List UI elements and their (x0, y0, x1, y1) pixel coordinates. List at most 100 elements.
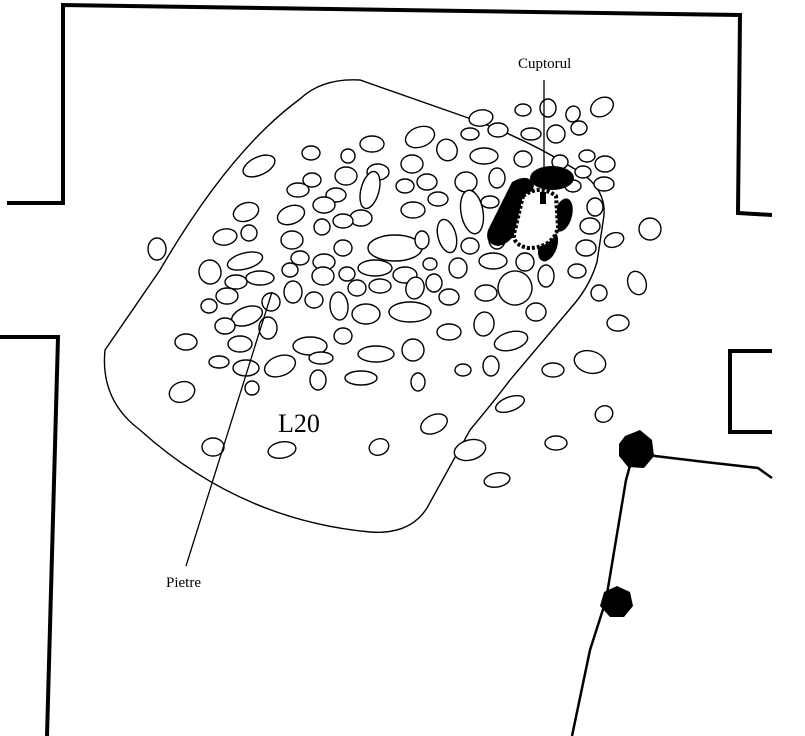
stone (388, 301, 432, 323)
stone (242, 154, 276, 178)
stone (541, 362, 565, 378)
stone (468, 109, 494, 127)
stone (497, 270, 533, 306)
stone (395, 178, 415, 194)
stone (514, 103, 532, 117)
stone (347, 279, 367, 297)
stone (438, 288, 460, 306)
oven (487, 166, 574, 262)
stone (515, 252, 535, 272)
stone (546, 124, 566, 144)
trench-wall-west (0, 335, 61, 736)
stone (286, 182, 310, 198)
stone (400, 201, 426, 219)
stone (312, 196, 336, 214)
stone (482, 355, 500, 377)
stone (480, 195, 500, 209)
stone (483, 472, 511, 488)
stones-leader-line (185, 291, 273, 567)
stone (405, 276, 425, 300)
stone (214, 317, 236, 335)
stone (436, 323, 462, 341)
stone (232, 201, 260, 223)
stone (422, 257, 438, 271)
post-hole-small (600, 586, 633, 617)
stone (453, 438, 487, 462)
oven-hearth-outline (511, 188, 561, 251)
oven-label: Cuptorul (518, 56, 571, 72)
trench-wall-north (7, 2, 773, 217)
oven-mouth (540, 192, 546, 204)
stone (174, 333, 198, 351)
stone (474, 284, 498, 302)
stone (333, 239, 353, 257)
stone (147, 237, 167, 261)
oven-wall-north (530, 166, 574, 190)
stone (414, 230, 430, 250)
stone (594, 155, 616, 173)
stone (351, 303, 381, 325)
stone (578, 149, 596, 163)
stone (198, 259, 222, 285)
stone (425, 273, 443, 293)
wall-trace-east (639, 448, 773, 480)
dwelling-outline (103, 79, 605, 533)
stone (267, 441, 297, 459)
stone (338, 266, 356, 282)
stone (404, 125, 436, 149)
stone (586, 197, 604, 217)
stone (304, 291, 324, 309)
stone (537, 264, 555, 288)
stone (280, 230, 304, 250)
stone (454, 363, 472, 377)
stone (283, 280, 303, 304)
stone (359, 135, 385, 153)
stone (244, 380, 260, 396)
stone (525, 302, 547, 322)
stone (367, 234, 423, 262)
stone (454, 171, 478, 193)
stone (333, 327, 353, 345)
stone (448, 257, 468, 279)
stone (544, 435, 568, 451)
stone (495, 394, 525, 414)
trench-walls (0, 2, 773, 736)
stone (168, 380, 196, 404)
stone (261, 292, 281, 312)
stone (309, 369, 327, 391)
stone (493, 330, 529, 352)
stone (590, 284, 608, 302)
stone (208, 355, 230, 369)
stone (240, 224, 258, 242)
stone (357, 345, 395, 363)
trench-wall-east-niche (728, 349, 772, 434)
stone (200, 298, 218, 314)
post-structure (570, 430, 773, 736)
stone (488, 167, 506, 189)
stone (436, 218, 458, 254)
stone (308, 351, 334, 365)
stone (436, 138, 458, 162)
stone (281, 262, 299, 278)
stone (400, 154, 424, 174)
stone (258, 316, 278, 340)
stone (478, 252, 508, 270)
stone (340, 148, 356, 164)
stone (594, 405, 614, 423)
stone (357, 259, 393, 277)
stone (575, 239, 597, 257)
stone (460, 237, 480, 255)
stone (313, 218, 331, 236)
stone (212, 228, 238, 246)
stone (410, 372, 426, 392)
stone (224, 274, 248, 290)
stone (334, 166, 358, 186)
stone (513, 150, 533, 168)
stone (290, 250, 310, 266)
stone (311, 266, 335, 286)
stone (469, 147, 499, 165)
stone (368, 438, 390, 456)
stone (427, 191, 449, 207)
stone (573, 349, 607, 375)
stone (579, 217, 601, 235)
